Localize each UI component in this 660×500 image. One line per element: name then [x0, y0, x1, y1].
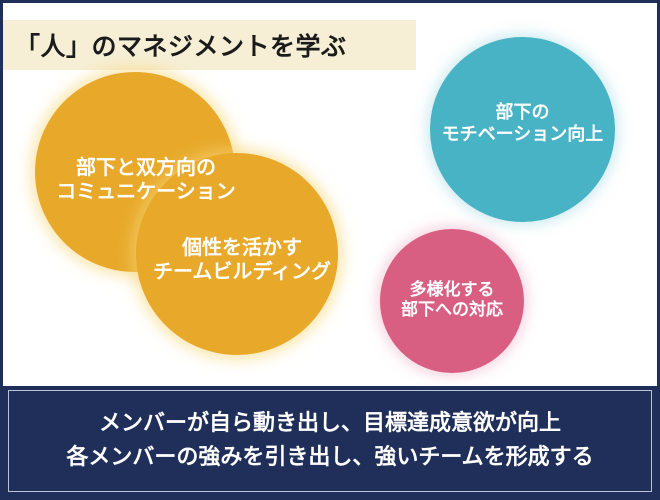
bubble-communication-label: 部下と双方向の コミュニケーション: [56, 155, 236, 203]
page-title: 「人」のマネジメントを学ぶ: [15, 32, 347, 61]
diagram-canvas: 「人」のマネジメントを学ぶ 部下と双方向の コミュニケーション 個性を活かす チ…: [3, 3, 657, 386]
bubble-motivation: [430, 37, 615, 222]
bubble-team-building-label: 個性を活かす チームビルディング: [153, 235, 331, 283]
bubble-motivation-label: 部下の モチベーション向上: [441, 102, 604, 145]
bubble-team-building: [136, 153, 338, 355]
bubble-diversity: [380, 229, 524, 373]
summary-line-2: 各メンバーの強みを引き出し、強いチームを形成する: [66, 445, 594, 470]
bubble-diversity-label: 多様化する 部下への対応: [401, 280, 503, 321]
title-banner: 「人」のマネジメントを学ぶ: [3, 20, 416, 70]
summary-line-1: メンバーが自ら動き出し、目標達成意欲が向上: [98, 410, 561, 436]
summary-box: メンバーが自ら動き出し、目標達成意欲が向上 各メンバーの強みを引き出し、強いチー…: [8, 390, 652, 492]
